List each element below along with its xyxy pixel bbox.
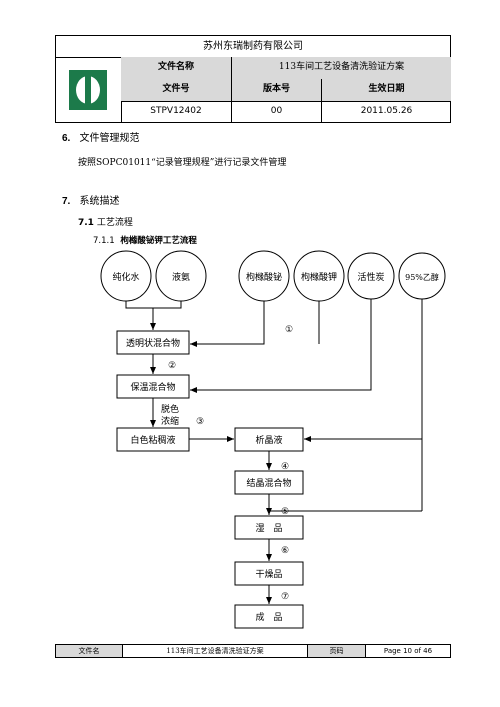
label-dry-product: 干燥品: [255, 569, 282, 580]
section-7-1-heading: 7.1 工艺流程: [78, 215, 133, 228]
section-7-1-number: 7.1: [78, 218, 94, 228]
step-marker-2: ②: [168, 361, 176, 371]
label-finished-product: 成 品: [255, 611, 282, 623]
section-6-heading: 6. 文件管理规范: [62, 129, 140, 144]
label-concentrate: 浓缩: [161, 415, 179, 427]
section-7-1-1-heading: 7.1.1 枸橼酸铋钾工艺流程: [93, 234, 197, 246]
section-7-title: 系统描述: [79, 196, 120, 207]
doc-name-value: 113车间工艺设备清洗验证方案: [231, 57, 451, 79]
section-7-1-1-number: 7.1.1: [93, 236, 115, 246]
label-decolorize: 脱色: [161, 403, 179, 415]
label-clear-mixture: 透明状混合物: [126, 337, 180, 349]
version-label: 版本号: [231, 79, 321, 101]
box-finished-product: [234, 604, 304, 629]
label-ammonia: 液氨: [172, 271, 190, 283]
doc-no-value: STPV12402: [150, 106, 202, 116]
effective-date-label: 生效日期: [321, 79, 451, 101]
label-activated-carbon: 活性炭: [357, 271, 384, 283]
label-potassium-citrate: 枸橼酸钾: [301, 271, 337, 283]
logo-bar: [85, 71, 91, 109]
section-6-body: 按照SOPC01011“记录管理规程”进行记录文件管理: [78, 158, 287, 168]
step-marker-3: ③: [196, 417, 204, 427]
connector-carbon: [190, 299, 372, 393]
step-marker-1: ①: [285, 325, 293, 335]
label-crystallization-liquid: 析晶液: [255, 434, 282, 446]
label-insulated-mixture: 保温混合物: [130, 381, 175, 393]
footer-page-number: Page 10 of 46: [365, 645, 450, 657]
version-value: 00: [231, 101, 321, 123]
step-marker-4: ④: [281, 462, 289, 472]
doc-meta-label-row: 文件号 版本号 生效日期: [121, 79, 451, 102]
footer-doc-value: 113车间工艺设备清洗验证方案: [122, 645, 307, 657]
label-wet-product: 湿 品: [255, 523, 282, 534]
document-header-table: 苏州东瑞制药有限公司 文件名称 113车间工艺设备清洗验证方案 文件号 版本号 …: [55, 35, 451, 123]
doc-meta-value-row: STPV12402 00 2011.05.26: [121, 101, 451, 123]
label-crystal-mixture: 结晶混合物: [246, 477, 291, 489]
section-6-number: 6.: [62, 133, 71, 144]
doc-name-label: 文件名称: [157, 62, 194, 72]
footer-page-label: 页码: [307, 645, 365, 657]
section-6-title: 文件管理规范: [79, 133, 140, 144]
label-ethanol: 95%乙醇: [405, 272, 439, 282]
label-purified-water: 纯化水: [112, 271, 139, 283]
label-white-viscous-liquid: 白色粘稠液: [130, 434, 175, 446]
step-marker-6: ⑥: [281, 546, 289, 556]
footer-doc-label: 文件名: [56, 645, 122, 657]
effective-date-value: 2011.05.26: [321, 101, 451, 123]
document-footer: 文件名 113车间工艺设备清洗验证方案 页码 Page 10 of 46: [55, 644, 451, 658]
doc-no-label: 文件号: [162, 84, 190, 94]
section-7-number: 7.: [62, 196, 71, 207]
section-7-1-1-title: 枸橼酸铋钾工艺流程: [120, 236, 197, 246]
section-7-heading: 7. 系统描述: [62, 192, 120, 207]
connector-water-ammonia: [125, 301, 182, 330]
label-bismuth-citrate: 枸橼酸铋: [246, 271, 282, 283]
step-marker-7: ⑦: [281, 592, 289, 602]
step-marker-5: ⑤: [281, 507, 289, 517]
connector-bismuth: [190, 301, 265, 347]
section-7-1-title: 工艺流程: [96, 218, 133, 228]
company-logo: [69, 70, 107, 110]
